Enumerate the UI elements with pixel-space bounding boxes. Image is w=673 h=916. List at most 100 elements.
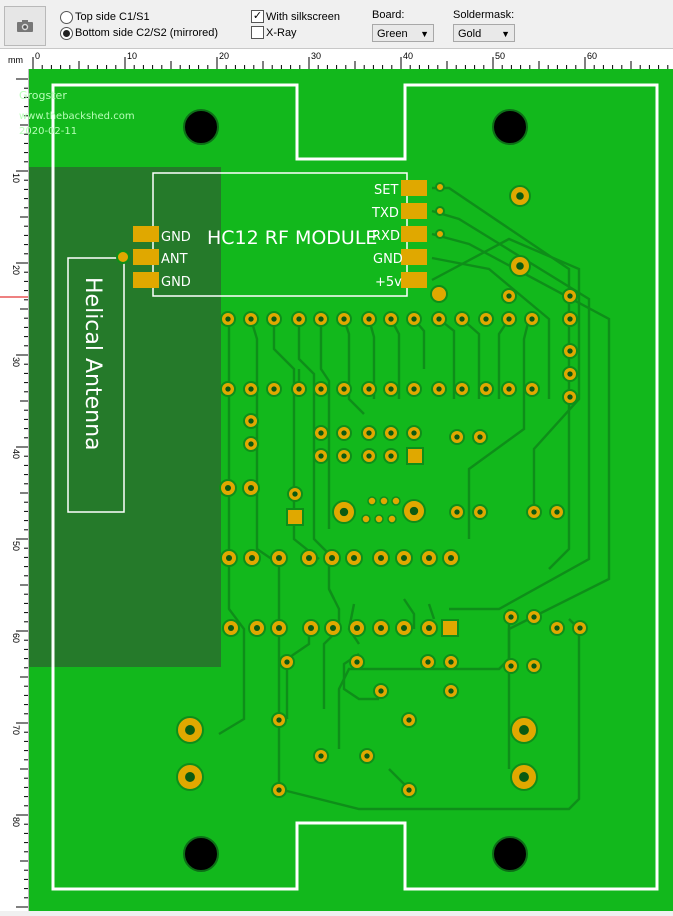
drill-hole — [519, 772, 529, 782]
drill-hole — [225, 554, 233, 562]
ruler-tick-label: 50 — [11, 541, 21, 551]
drill-hole — [248, 386, 254, 392]
drill-hole — [185, 725, 195, 735]
antenna-pad — [116, 250, 130, 264]
drill-hole — [377, 554, 385, 562]
drill-hole — [448, 688, 454, 694]
drill-hole — [353, 624, 361, 632]
copper-traces — [218, 186, 611, 811]
drill-hole — [296, 316, 302, 322]
small-pad — [367, 496, 377, 506]
drill-hole — [529, 386, 535, 392]
drill-hole — [284, 659, 290, 665]
drill-hole — [519, 725, 529, 735]
drill-hole — [567, 293, 573, 299]
xray-label[interactable]: X-Ray — [266, 27, 297, 39]
module-pad-gnd-2 — [133, 272, 159, 288]
drill-hole — [271, 316, 277, 322]
module-pad-ant — [133, 249, 159, 265]
drill-hole — [318, 453, 324, 459]
ruler-tick-label: 0 — [35, 51, 40, 61]
drill-hole — [328, 554, 336, 562]
drill-hole — [341, 453, 347, 459]
bottom-side-radio[interactable] — [60, 27, 73, 40]
drill-hole — [307, 624, 315, 632]
drill-hole — [531, 509, 537, 515]
drill-hole — [225, 316, 231, 322]
bottom-side-label[interactable]: Bottom side C2/S2 (mirrored) — [75, 27, 219, 39]
mounting-hole — [492, 836, 528, 872]
drill-hole — [388, 316, 394, 322]
module-pad-txd — [401, 203, 427, 219]
soldermask-select[interactable]: Gold ▼ — [453, 24, 515, 42]
silkscreen-label[interactable]: With silkscreen — [266, 11, 340, 23]
ruler-tick-label: 70 — [11, 725, 21, 735]
drill-hole — [425, 659, 431, 665]
mounting-hole — [183, 109, 219, 145]
drill-hole — [425, 554, 433, 562]
square-pads — [286, 447, 459, 637]
pin-label-gnd-3: GND — [373, 252, 403, 267]
board-label: Board: — [372, 9, 405, 21]
top-side-radio[interactable] — [60, 11, 73, 24]
drill-hole — [318, 386, 324, 392]
drill-hole — [296, 386, 302, 392]
drill-hole — [459, 386, 465, 392]
ruler-tick-label: 10 — [11, 173, 21, 183]
pin-label-5v: +5v — [375, 275, 402, 290]
mounting-hole — [492, 109, 528, 145]
drill-hole — [554, 625, 560, 631]
drill-hole — [406, 787, 412, 793]
drill-hole — [411, 386, 417, 392]
mounting-hole — [183, 836, 219, 872]
drill-hole — [341, 316, 347, 322]
ruler-tick-label: 20 — [219, 51, 229, 61]
drill-hole — [400, 554, 408, 562]
ruler-tick-label: 30 — [311, 51, 321, 61]
ruler-tick-label: 10 — [127, 51, 137, 61]
antenna-keepout-area — [29, 167, 221, 667]
through-hole-pads — [176, 185, 588, 798]
drill-hole — [271, 386, 277, 392]
ruler-tick-label: 40 — [403, 51, 413, 61]
drill-hole — [554, 509, 560, 515]
drill-hole — [276, 717, 282, 723]
hc12-module-title: HC12 RF MODULE — [207, 227, 377, 249]
drill-hole — [318, 430, 324, 436]
drill-hole — [477, 434, 483, 440]
drill-hole — [275, 624, 283, 632]
drill-hole — [454, 509, 460, 515]
xray-checkbox[interactable] — [251, 26, 264, 39]
drill-hole — [411, 430, 417, 436]
drill-hole — [459, 316, 465, 322]
silkscreen-checkbox[interactable]: ✓ — [251, 10, 264, 23]
camera-button[interactable] — [4, 6, 46, 46]
drill-hole — [366, 453, 372, 459]
drill-hole — [225, 386, 231, 392]
pin-label-rxd: RXD — [372, 229, 400, 244]
drill-hole — [406, 717, 412, 723]
drill-hole — [378, 688, 384, 694]
top-side-label[interactable]: Top side C1/S1 — [75, 11, 150, 23]
drill-hole — [400, 624, 408, 632]
drill-hole — [567, 316, 573, 322]
pcb-board[interactable]: HC12 RF MODULE GND ANT GND SET TXD RXD G… — [19, 69, 673, 911]
board-color-value: Green — [377, 28, 408, 40]
drill-hole — [388, 430, 394, 436]
ruler-tick-label: 60 — [587, 51, 597, 61]
drill-hole — [247, 484, 255, 492]
drill-hole — [477, 509, 483, 515]
date-text: 2020-02-11 — [19, 126, 77, 137]
board-color-select[interactable]: Green ▼ — [372, 24, 434, 42]
website-text: www.thebackshed.com — [19, 111, 135, 122]
drill-hole — [377, 624, 385, 632]
pin-label-ant: ANT — [161, 252, 188, 267]
drill-hole — [388, 453, 394, 459]
soldermask-value: Gold — [458, 28, 482, 40]
drill-hole — [329, 624, 337, 632]
ruler-tick-label: 40 — [11, 449, 21, 459]
drill-hole — [508, 663, 514, 669]
drill-hole — [506, 293, 512, 299]
